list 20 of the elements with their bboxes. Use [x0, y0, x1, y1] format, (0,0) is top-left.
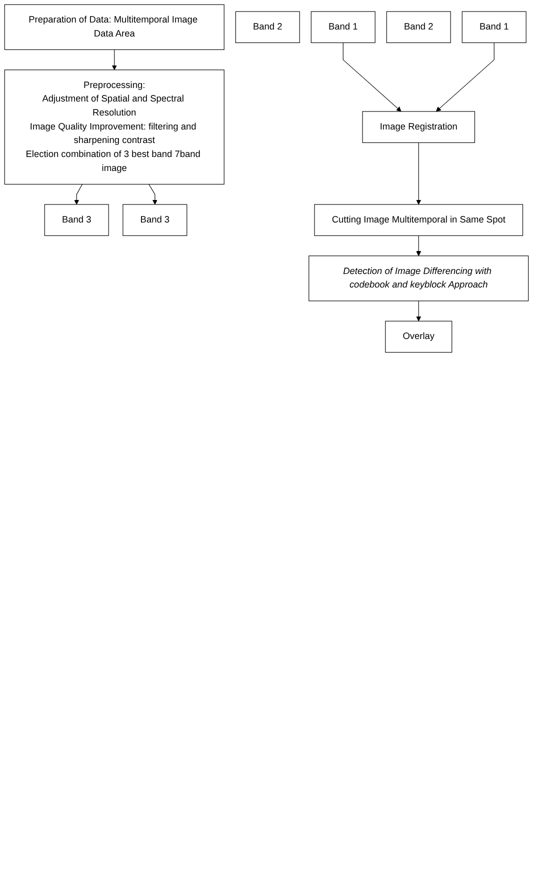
arrow — [74, 184, 83, 205]
node-box: Overlay — [385, 320, 452, 353]
node-box: Band 1 — [310, 11, 376, 44]
arrow — [416, 142, 422, 205]
node-box: Band 2 — [386, 11, 451, 44]
node-box: Band 1 — [462, 11, 526, 44]
arrow — [436, 42, 494, 112]
node-box: Cutting Image Multitemporal in Same Spot — [314, 204, 524, 236]
node-box: Band 3 — [44, 204, 109, 236]
arrow — [148, 184, 158, 205]
node-box: Band 2 — [235, 11, 300, 44]
node-box: Image Registration — [362, 111, 476, 143]
arrow — [416, 235, 422, 256]
arrow — [416, 300, 422, 322]
arrow — [112, 49, 117, 70]
arrow — [342, 42, 402, 112]
node-box: Preparation of Data: Multitemporal Image Data Area — [4, 4, 224, 50]
node-box: Preprocessing: Adjustment of Spatial and Spectral Resolution Image Quality Improvement: filtering and sharpening contrast Election combination of 3 best band 7band image — [4, 70, 224, 185]
node-box: Detection of Image Differencing with codebook and keyblock Approach — [308, 256, 529, 302]
node-box: Band 3 — [122, 204, 188, 236]
